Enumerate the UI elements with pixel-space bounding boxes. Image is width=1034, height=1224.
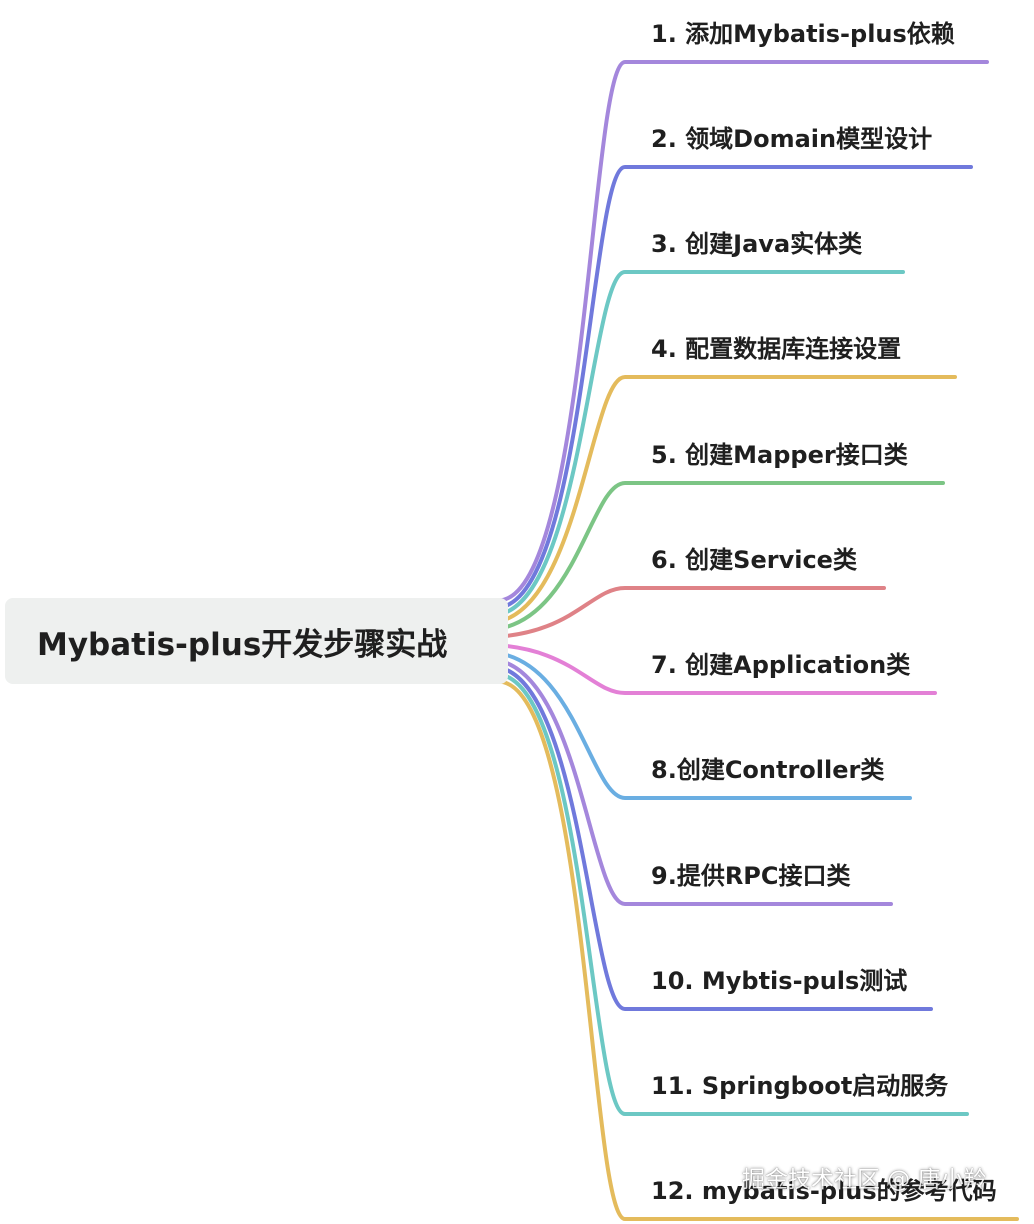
branch-connector-7 [479,642,937,695]
root-node[interactable]: Mybatis-plus开发步骤实战 [5,598,508,684]
watermark: 掘金技术社区 @ 唐小羚 [742,1167,987,1193]
branch-node-6[interactable]: 6. 创建Service类 [651,546,857,574]
branch-node-5[interactable]: 5. 创建Mapper接口类 [651,441,908,469]
branch-connectors [479,60,1019,1221]
branch-connector-1 [496,60,989,603]
branch-node-9[interactable]: 9.提供RPC接口类 [651,862,851,890]
branch-connector-9 [486,657,893,906]
branch-connector-3 [490,270,905,618]
root-title: Mybatis-plus开发步骤实战 [37,626,448,663]
branch-connector-4 [486,375,957,625]
branch-node-2[interactable]: 2. 领域Domain模型设计 [651,125,933,153]
branch-connector-5 [483,481,945,632]
branch-node-7[interactable]: 7. 创建Application类 [651,651,911,679]
branch-node-8[interactable]: 8.创建Controller类 [651,756,885,784]
branch-connector-10 [490,664,933,1011]
branch-connector-11 [493,672,969,1116]
branch-node-12[interactable]: 12. mybatis-plus的参考代码 [651,1177,997,1205]
branch-connector-2 [493,165,973,610]
branch-node-10[interactable]: 10. Mybtis-puls测试 [651,967,908,995]
branch-node-11[interactable]: 11. Springboot启动服务 [651,1072,949,1100]
branch-connector-6 [479,586,886,640]
branch-node-4[interactable]: 4. 配置数据库连接设置 [651,335,902,363]
branch-node-3[interactable]: 3. 创建Java实体类 [651,230,863,258]
branch-connector-12 [496,679,1019,1221]
branch-connector-8 [483,649,912,800]
branch-node-1[interactable]: 1. 添加Mybatis-plus依赖 [651,20,955,48]
